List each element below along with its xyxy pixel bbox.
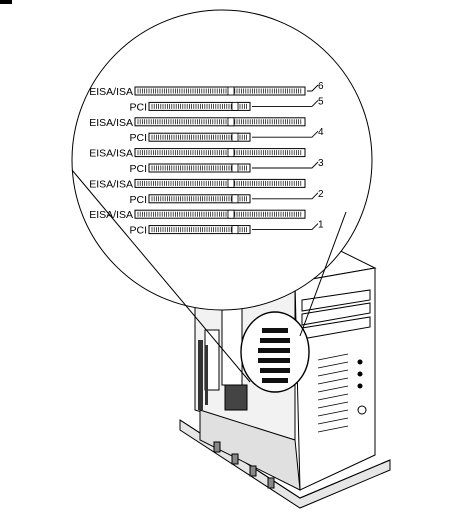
slot-type-label: PCI xyxy=(129,101,147,113)
slot-number: 3 xyxy=(318,158,324,169)
slot-row: PCI 4 xyxy=(129,127,324,144)
slot-key-notch xyxy=(227,86,235,96)
slot-row: EISA/ISA xyxy=(89,117,306,129)
slot-key-notch xyxy=(227,209,235,219)
slot-pins xyxy=(151,196,247,202)
slot-type-label: PCI xyxy=(129,225,147,237)
slot-key-notch xyxy=(231,225,239,235)
slot-type-label: PCI xyxy=(129,194,147,206)
slot-key-notch xyxy=(227,178,235,188)
slot-row: EISA/ISA xyxy=(89,209,306,221)
front-vents xyxy=(317,353,349,433)
eisa-isa-slot xyxy=(134,86,306,96)
eisa-isa-slot xyxy=(134,117,306,127)
slot-pins xyxy=(137,88,302,94)
pci-slot xyxy=(148,163,251,173)
eisa-isa-slot xyxy=(134,148,306,158)
power-supply xyxy=(224,384,248,411)
slot-pins xyxy=(137,211,302,217)
slot-row: PCI 2 xyxy=(129,189,324,206)
slot-type-label: PCI xyxy=(129,132,147,144)
power-button xyxy=(357,405,367,415)
slot-number: 5 xyxy=(318,96,324,107)
drive-bay xyxy=(301,302,371,326)
slot-key-notch xyxy=(227,117,235,127)
pci-slot xyxy=(148,194,251,204)
pci-slot xyxy=(148,225,251,235)
front-led xyxy=(357,371,363,377)
slot-pins xyxy=(137,150,302,156)
eisa-isa-slot xyxy=(134,209,306,219)
leader-line-left xyxy=(71,169,251,383)
expansion-card xyxy=(221,299,243,386)
front-led xyxy=(357,383,363,389)
slot-pins xyxy=(137,180,302,186)
slot-type-label: PCI xyxy=(129,163,147,175)
slot-pins xyxy=(151,103,247,109)
slot-row: PCI 1 xyxy=(129,220,324,237)
slot-key-notch xyxy=(231,102,239,111)
slot-pins xyxy=(151,227,247,233)
slot-type-label: EISA/ISA xyxy=(89,86,133,98)
eisa-isa-slot xyxy=(134,178,306,188)
front-led xyxy=(357,359,363,365)
drive-bay xyxy=(301,289,371,312)
slot-type-label: EISA/ISA xyxy=(89,178,133,190)
slot-row: PCI 3 xyxy=(129,158,324,175)
board-slots-mini xyxy=(258,328,290,383)
leader-line-right xyxy=(299,211,347,337)
slot-type-label: EISA/ISA xyxy=(89,117,133,129)
slot-row: EISA/ISA xyxy=(89,178,306,190)
slot-key-notch xyxy=(231,132,239,142)
slot-key-notch xyxy=(231,194,239,204)
interior-floor xyxy=(199,409,301,491)
slot-row: EISA/ISA xyxy=(89,148,306,160)
slot-key-notch xyxy=(227,148,235,158)
corner-mark xyxy=(0,0,12,4)
tower-feet xyxy=(213,441,275,489)
slot-key-notch xyxy=(231,163,239,173)
slot-number: 1 xyxy=(318,220,324,231)
number-leader xyxy=(252,130,319,138)
number-leader xyxy=(307,84,319,92)
pci-slot xyxy=(148,101,251,111)
slot-type-label: EISA/ISA xyxy=(89,148,133,160)
magnifier xyxy=(71,9,373,383)
slot-pins xyxy=(137,119,302,125)
rear-connectors xyxy=(198,340,208,410)
pci-slot xyxy=(148,132,251,142)
slot-row: PCI 5 xyxy=(129,96,324,113)
slot-number: 6 xyxy=(318,81,324,92)
slot-type-label: EISA/ISA xyxy=(89,209,133,221)
slot-row: EISA/ISA 6 xyxy=(89,81,324,98)
number-leader xyxy=(252,161,319,169)
slot-number: 4 xyxy=(318,127,324,138)
magnifier-circle xyxy=(71,9,373,311)
number-leader xyxy=(252,223,319,231)
slot-number: 2 xyxy=(318,189,324,200)
number-leader xyxy=(252,100,319,107)
number-leader xyxy=(252,192,319,200)
